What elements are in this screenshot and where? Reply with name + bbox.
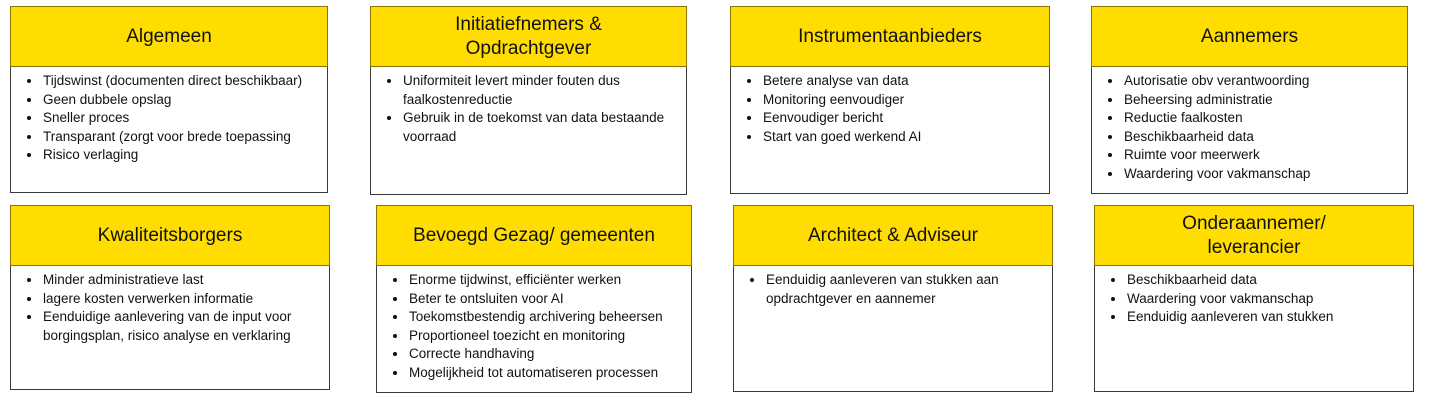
card-body: Minder administratieve last lagere koste… <box>10 265 330 390</box>
bullet-list: Autorisatie obv verantwoording Beheersin… <box>1106 72 1399 184</box>
list-item: Eenduidig aanleveren van stukken aan opd… <box>748 271 1044 308</box>
list-item: Gebruik in de toekomst van data bestaand… <box>385 109 678 146</box>
card-title: Initiatiefnemers & Opdrachtgever <box>370 6 687 67</box>
list-item: Reductie faalkosten <box>1106 109 1399 128</box>
bullet-list: Tijdswinst (documenten direct beschikbaa… <box>25 72 319 165</box>
card-title: Aannemers <box>1091 6 1408 67</box>
card-title-line: Algemeen <box>126 25 212 47</box>
card-title: Kwaliteitsborgers <box>10 205 330 266</box>
card-title-line: Architect & Adviseur <box>807 224 979 246</box>
list-item: Eenduidige aanlevering van de input voor… <box>25 308 321 345</box>
list-item: Proportioneel toezicht en monitoring <box>391 327 683 346</box>
list-item: Transparant (zorgt voor brede toepassing <box>25 128 319 147</box>
card-body: Enorme tijdwinst, efficiënter werken Bet… <box>376 265 692 393</box>
card-title-line: Onderaannemer/ <box>1182 212 1326 234</box>
list-item: Geen dubbele opslag <box>25 91 319 110</box>
card-body: Eenduidig aanleveren van stukken aan opd… <box>733 265 1053 392</box>
list-item: Monitoring eenvoudiger <box>745 91 1041 110</box>
list-item: Eenvoudiger bericht <box>745 109 1041 128</box>
list-item: Eenduidig aanleveren van stukken <box>1109 308 1405 327</box>
list-item: Minder administratieve last <box>25 271 321 290</box>
card-title-line: Initiatiefnemers & <box>455 13 602 35</box>
card-title-line: Aannemers <box>1200 25 1299 47</box>
list-item: Waardering voor vakmanschap <box>1106 165 1399 184</box>
list-item: Waardering voor vakmanschap <box>1109 290 1405 309</box>
card-title: Algemeen <box>10 6 328 67</box>
card-body: Tijdswinst (documenten direct beschikbaa… <box>10 66 328 193</box>
card-body: Beschikbaarheid data Waardering voor vak… <box>1094 265 1414 392</box>
list-item: Enorme tijdwinst, efficiënter werken <box>391 271 683 290</box>
list-item: Beschikbaarheid data <box>1106 128 1399 147</box>
list-item: Beheersing administratie <box>1106 91 1399 110</box>
list-item: Uniformiteit levert minder fouten dus fa… <box>385 72 678 109</box>
card-instrumentaanbieders: Instrumentaanbieders Betere analyse van … <box>730 6 1050 194</box>
list-item: Correcte handhaving <box>391 345 683 364</box>
list-item: Autorisatie obv verantwoording <box>1106 72 1399 91</box>
card-body: Autorisatie obv verantwoording Beheersin… <box>1091 66 1408 194</box>
card-algemeen: Algemeen Tijdswinst (documenten direct b… <box>10 6 328 193</box>
bullet-list: Minder administratieve last lagere koste… <box>25 271 321 345</box>
card-body: Uniformiteit levert minder fouten dus fa… <box>370 66 687 195</box>
list-item: Ruimte voor meerwerk <box>1106 146 1399 165</box>
card-title-line: leverancier <box>1207 236 1301 258</box>
card-aannemers: Aannemers Autorisatie obv verantwoording… <box>1091 6 1408 194</box>
bullet-list: Eenduidig aanleveren van stukken aan opd… <box>748 271 1044 308</box>
card-title: Bevoegd Gezag/ gemeenten <box>376 205 692 266</box>
card-body: Betere analyse van data Monitoring eenvo… <box>730 66 1050 194</box>
list-item: Mogelijkheid tot automatiseren processen <box>391 364 683 383</box>
card-title-line: Opdrachtgever <box>465 37 592 59</box>
card-title-line: Instrumentaanbieders <box>798 25 982 47</box>
card-architect-adviseur: Architect & Adviseur Eenduidig aanlevere… <box>733 205 1053 392</box>
card-bevoegd-gezag: Bevoegd Gezag/ gemeenten Enorme tijdwins… <box>376 205 692 393</box>
list-item: Beschikbaarheid data <box>1109 271 1405 290</box>
bullet-list: Uniformiteit levert minder fouten dus fa… <box>385 72 678 146</box>
list-item: Betere analyse van data <box>745 72 1041 91</box>
list-item: Sneller proces <box>25 109 319 128</box>
list-item: Risico verlaging <box>25 146 319 165</box>
bullet-list: Enorme tijdwinst, efficiënter werken Bet… <box>391 271 683 383</box>
list-item: Start van goed werkend AI <box>745 128 1041 147</box>
card-title-line: Kwaliteitsborgers <box>97 224 243 246</box>
card-onderaannemer: Onderaannemer/ leverancier Beschikbaarhe… <box>1094 205 1414 392</box>
card-kwaliteitsborgers: Kwaliteitsborgers Minder administratieve… <box>10 205 330 390</box>
bullet-list: Betere analyse van data Monitoring eenvo… <box>745 72 1041 146</box>
list-item: Tijdswinst (documenten direct beschikbaa… <box>25 72 319 91</box>
list-item: Beter te ontsluiten voor AI <box>391 290 683 309</box>
list-item: Toekomstbestendig archivering beheersen <box>391 308 683 327</box>
bullet-list: Beschikbaarheid data Waardering voor vak… <box>1109 271 1405 327</box>
list-item: lagere kosten verwerken informatie <box>25 290 321 309</box>
card-title: Architect & Adviseur <box>733 205 1053 266</box>
card-initiatiefnemers: Initiatiefnemers & Opdrachtgever Uniform… <box>370 6 687 195</box>
card-title: Onderaannemer/ leverancier <box>1094 205 1414 266</box>
card-title: Instrumentaanbieders <box>730 6 1050 67</box>
card-title-line: Bevoegd Gezag/ gemeenten <box>413 224 655 246</box>
